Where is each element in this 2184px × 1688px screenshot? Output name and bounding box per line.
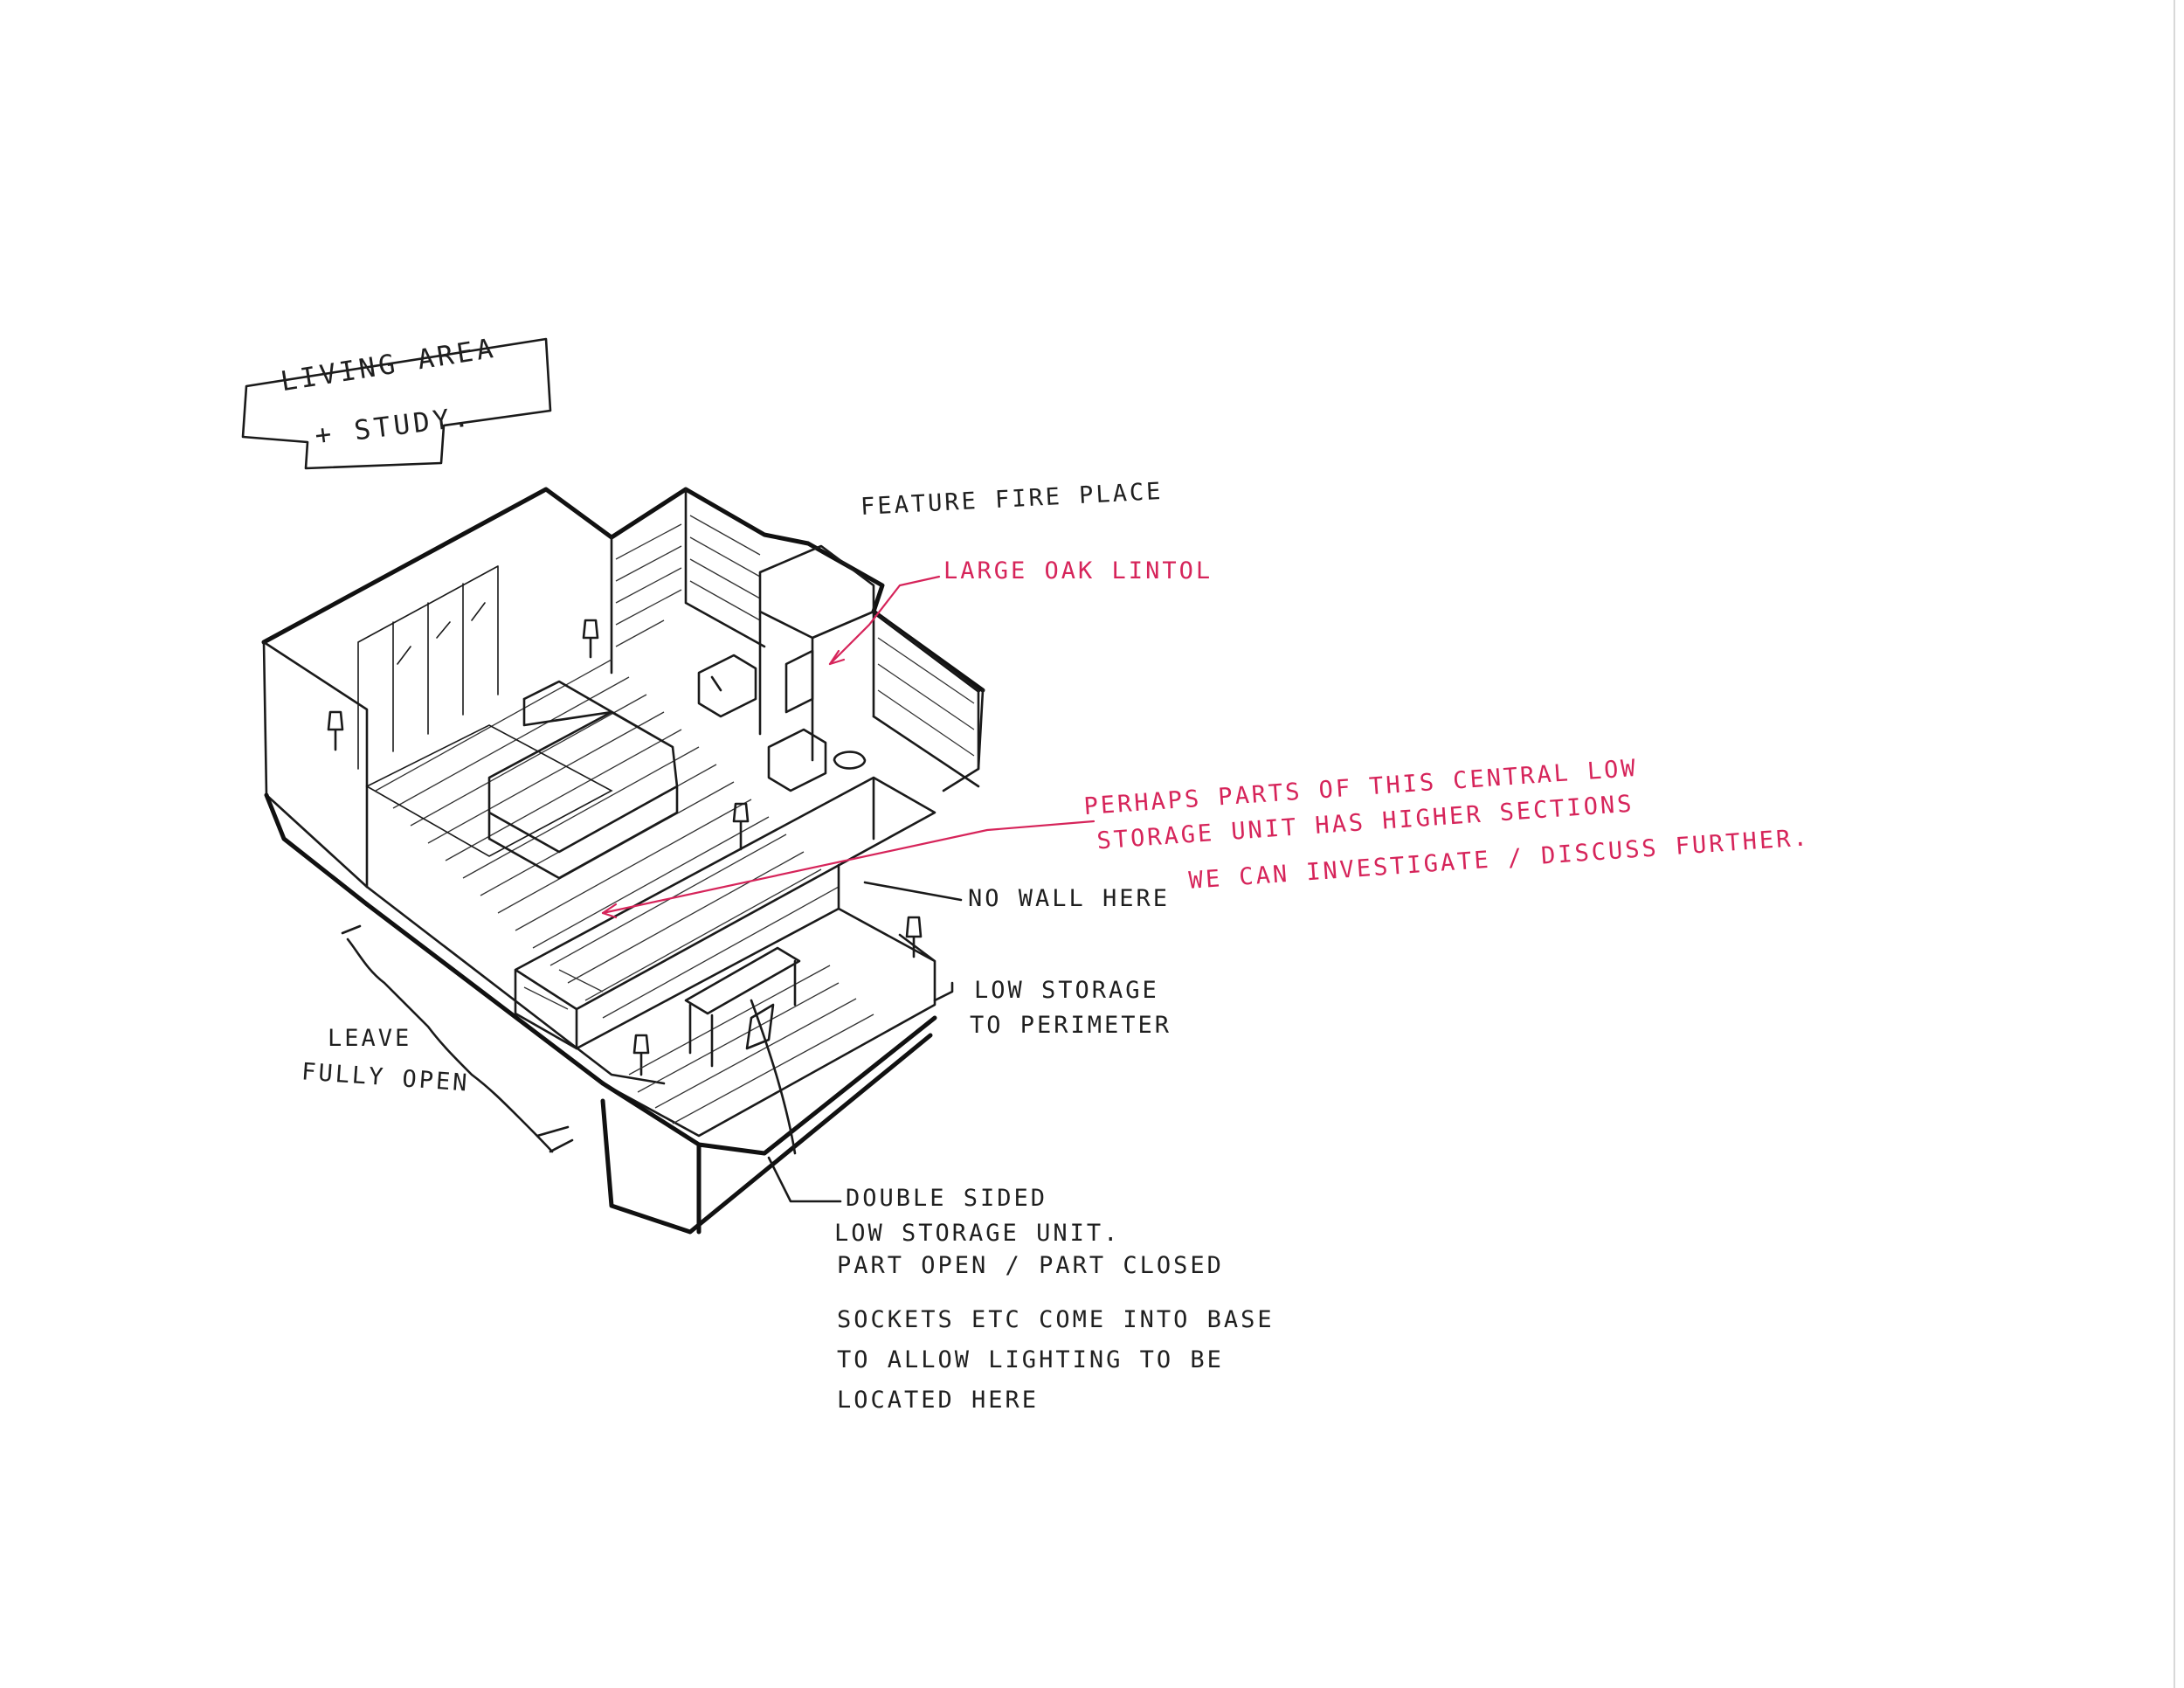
rug <box>365 724 613 857</box>
study-chair <box>745 1003 775 1050</box>
left-wall-base <box>264 792 370 907</box>
label-no-wall: NO WALL HERE <box>968 885 1171 912</box>
window-panels <box>357 565 499 770</box>
label-sockets-line2: TO ALLOW LIGHTING TO BE <box>837 1346 1224 1373</box>
right-wall <box>872 610 980 788</box>
fireplace-opening <box>784 649 814 714</box>
window-glints <box>397 602 486 665</box>
floor-edge <box>365 885 666 1085</box>
sofa <box>487 680 679 880</box>
left-wall-edge <box>262 640 369 889</box>
label-leave-line1: LEAVE <box>328 1025 412 1052</box>
leader-oak-lintol <box>828 575 941 666</box>
leader-double-sided-2 <box>750 999 797 1155</box>
study-outer-wall <box>600 1033 933 1235</box>
label-low-storage-line1: LOW STORAGE <box>974 977 1159 1004</box>
fireplace-brick-hatch <box>615 515 761 647</box>
label-oak-lintol: LARGE OAK LINTOL <box>943 557 1213 585</box>
armchair-right <box>767 728 827 792</box>
leader-no-wall <box>863 881 963 902</box>
study-desk <box>684 946 801 1068</box>
label-low-storage-line2: TO PERIMETER <box>970 1012 1172 1039</box>
leader-double-sided <box>767 1156 842 1203</box>
page-edge <box>2174 0 2175 1688</box>
leader-central-unit <box>601 820 1095 915</box>
leader-low-storage <box>933 981 954 1002</box>
fireplace-chimney <box>758 544 875 640</box>
label-sockets-line3: LOCATED HERE <box>837 1387 1040 1414</box>
left-wall-top <box>261 487 985 693</box>
label-sockets-line1: SOCKETS ETC COME INTO BASE <box>837 1306 1275 1333</box>
side-table <box>833 751 867 770</box>
right-wall-hatch <box>877 637 975 757</box>
leave-open-dimension <box>346 937 554 1153</box>
leader-oak-lintol-arrow <box>828 649 846 666</box>
sofa-back <box>522 697 613 727</box>
floor-lamps <box>327 619 923 1076</box>
left-wall-face <box>262 640 369 889</box>
armchair-left <box>697 654 757 718</box>
dimension-tick-top <box>341 924 362 935</box>
central-storage-unit <box>514 776 936 1050</box>
study-room-outline <box>575 863 936 1138</box>
floor-front-edge <box>364 902 605 1086</box>
dimension-tick-bottom <box>536 1125 574 1153</box>
study-floor-hatch <box>628 965 874 1124</box>
central-unit-hatch <box>523 969 604 1010</box>
label-double-sided-line2: LOW STORAGE UNIT. <box>834 1220 1121 1247</box>
label-double-sided-line1: DOUBLE SIDED <box>846 1185 1048 1212</box>
fireplace-wall <box>610 488 766 675</box>
label-part-open: PART OPEN / PART CLOSED <box>837 1252 1224 1279</box>
title-box-outline <box>241 337 552 470</box>
study-base <box>600 1015 937 1235</box>
leader-central-unit-arrow <box>601 903 618 919</box>
